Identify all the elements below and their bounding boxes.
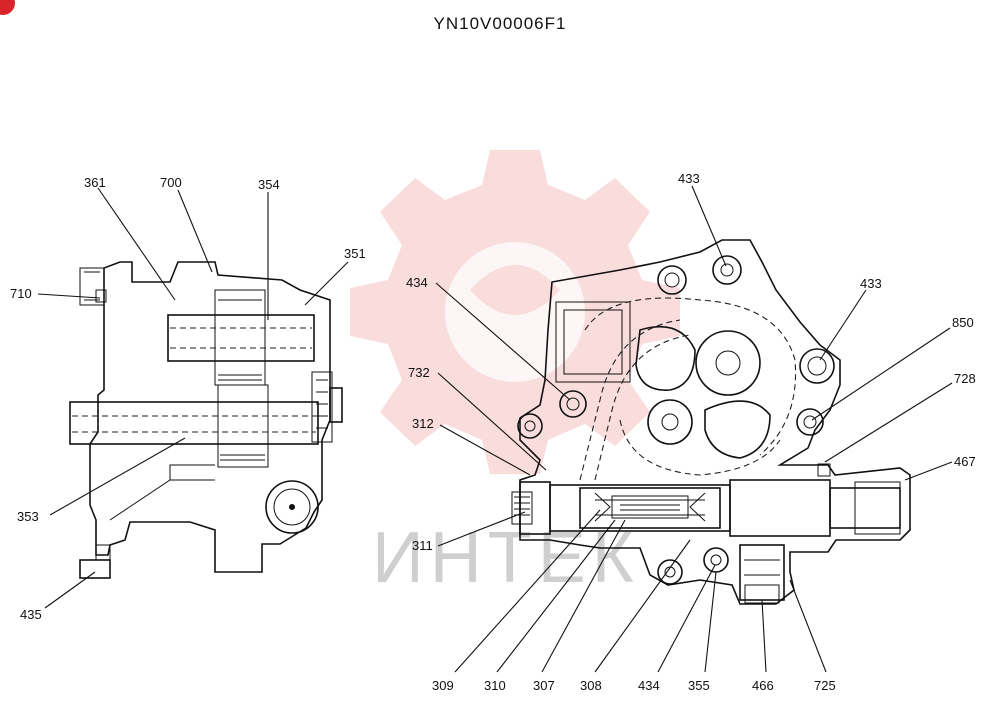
callout-307: 307 <box>533 678 555 693</box>
callout-308: 308 <box>580 678 602 693</box>
callout-850: 850 <box>952 315 974 330</box>
callout-311: 311 <box>412 538 433 553</box>
callout-466: 466 <box>752 678 774 693</box>
drawing-title: YN10V00006F1 <box>433 14 567 33</box>
callout-725: 725 <box>814 678 836 693</box>
callout-434-upper: 434 <box>406 275 428 290</box>
callout-433-top: 433 <box>678 171 700 186</box>
callout-732: 732 <box>408 365 430 380</box>
callout-351: 351 <box>344 246 366 261</box>
callout-467: 467 <box>954 454 976 469</box>
callout-434-lower: 434 <box>638 678 660 693</box>
callout-354: 354 <box>258 177 280 192</box>
watermark-gear-logo <box>350 150 680 474</box>
corner-badge <box>0 0 15 15</box>
right-front-view <box>511 239 911 605</box>
callout-310: 310 <box>484 678 506 693</box>
watermark-text: ИНТЕК <box>372 518 640 598</box>
callout-361: 361 <box>84 175 106 190</box>
callout-353: 353 <box>17 509 39 524</box>
callout-309: 309 <box>432 678 454 693</box>
callout-710: 710 <box>10 286 32 301</box>
left-side-view <box>69 261 343 579</box>
callout-433-right: 433 <box>860 276 882 291</box>
callout-435: 435 <box>20 607 42 622</box>
callout-728: 728 <box>954 371 976 386</box>
callout-700: 700 <box>160 175 182 190</box>
callout-355: 355 <box>688 678 710 693</box>
right-leaders <box>435 185 953 673</box>
callout-312: 312 <box>412 416 434 431</box>
left-leaders <box>37 187 349 609</box>
